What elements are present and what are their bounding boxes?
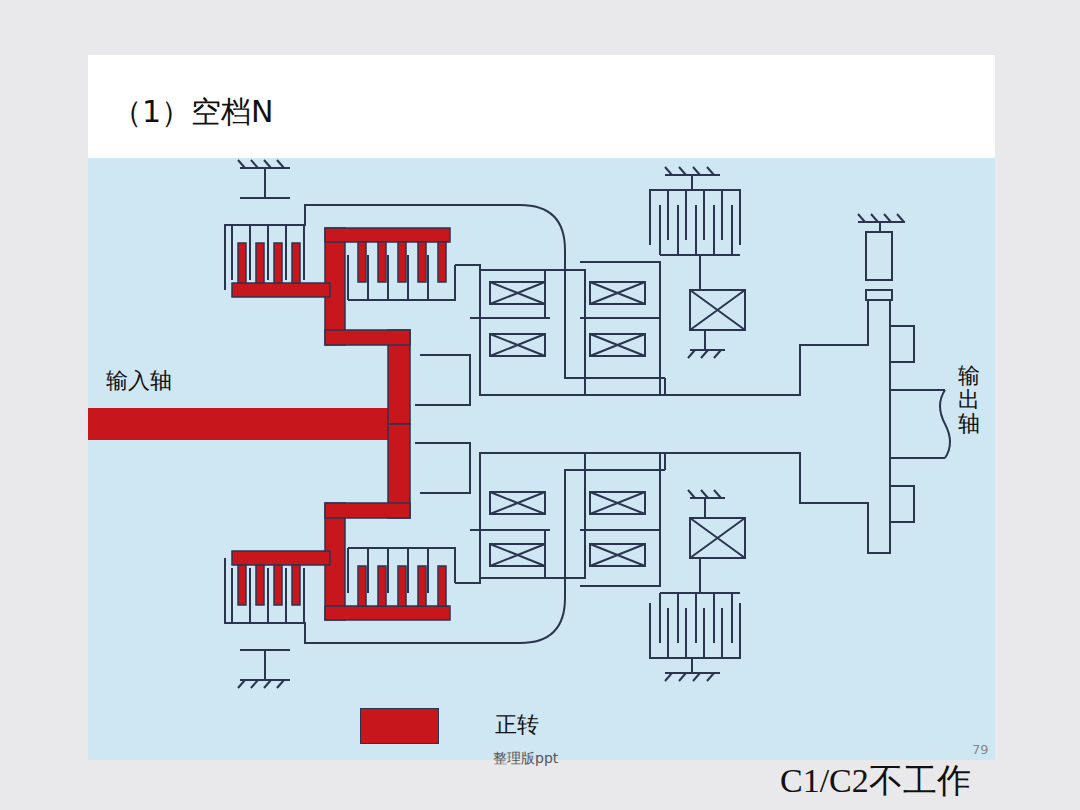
- watermark: 整理版ppt: [493, 750, 558, 768]
- legend-text: 正转: [495, 710, 539, 740]
- upper-half-view: [88, 160, 945, 424]
- page-number: 79: [972, 742, 989, 757]
- part-label: 输出轴: [958, 364, 980, 437]
- slide-panel: [88, 55, 995, 760]
- legend-swatch: [360, 708, 439, 744]
- slide-title: （1）空档N: [112, 92, 274, 133]
- shaft-break: [940, 390, 950, 458]
- parking-pawl: [858, 214, 905, 300]
- note: C1/C2不工作: [780, 758, 971, 804]
- diagram-ground: [88, 158, 995, 760]
- lower-half-view: [88, 424, 945, 688]
- part-label: 输入轴: [106, 366, 172, 396]
